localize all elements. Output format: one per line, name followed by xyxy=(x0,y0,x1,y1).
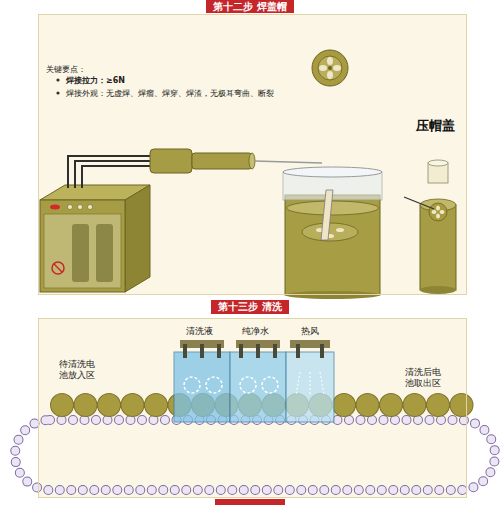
cap-pressing-figure xyxy=(404,160,456,294)
panel-text: 焊接外观：无虚焊、焊瘤、焊穿、焊渣，无极耳弯曲、断裂 xyxy=(66,89,274,99)
step-panel: 待清洗电池放入区 清洗液 纯净水 热风清洗后电池取出区 xyxy=(38,318,467,498)
step-banner: 第十三步 清洗 xyxy=(211,300,289,314)
step-panel: 关键要点：焊接拉力：≥6N 焊接外观：无虚焊、焊瘤、焊穿、焊渣，无极耳弯曲、断裂压… xyxy=(38,14,467,295)
panel-ground xyxy=(38,318,467,498)
conveyor-chain xyxy=(15,420,495,490)
panel-text: 清洗液 xyxy=(186,326,213,337)
welding-cable xyxy=(68,156,152,188)
panel-text: 清洗后电池取出区 xyxy=(405,367,445,390)
welding-machine xyxy=(40,185,150,292)
step-title: 第十三步 清洗 xyxy=(218,302,281,312)
beaker xyxy=(283,167,382,299)
panel-text: 压帽盖 xyxy=(416,118,455,134)
panel-text: 热风 xyxy=(301,326,319,337)
step-title: 第十二步 焊盖帽 xyxy=(213,2,286,12)
bullet-dot xyxy=(56,91,59,94)
panel-text: 关键要点： xyxy=(46,65,86,75)
cleaning-tank xyxy=(174,352,334,422)
panel-ground xyxy=(38,14,467,295)
step-banner: 第十二步 焊盖帽 xyxy=(206,0,294,13)
panel-text: 待清洗电池放入区 xyxy=(59,359,99,382)
spray-nozzle xyxy=(180,340,330,358)
cap-top-view xyxy=(312,50,348,86)
bullet-dot xyxy=(56,78,59,81)
panel-text: 纯净水 xyxy=(242,326,269,337)
panel-text: 焊接拉力：≥6N xyxy=(66,76,125,86)
next-step-banner xyxy=(215,499,285,505)
